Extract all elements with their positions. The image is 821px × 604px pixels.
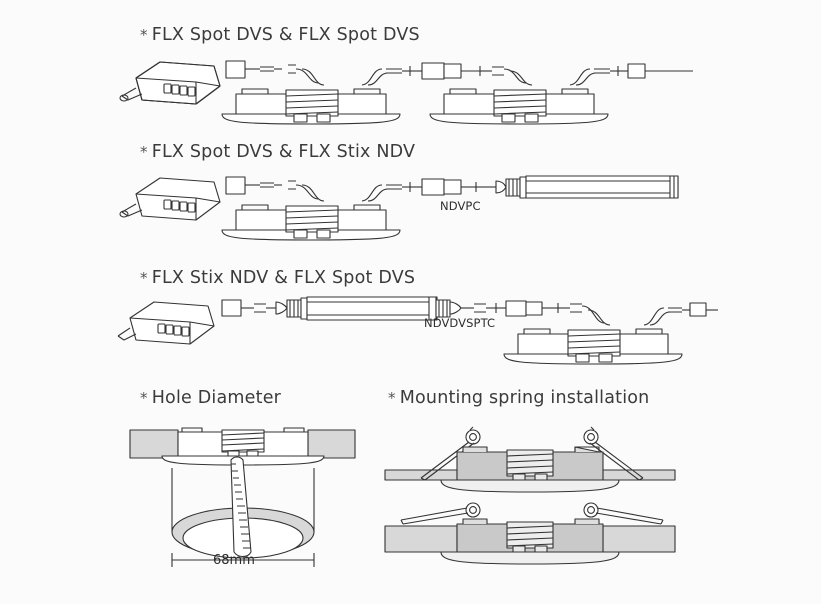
led-driver-connector-block-icon — [119, 177, 221, 221]
square-plug-connector-icon — [221, 299, 254, 317]
recessed-downlight-fixture-icon — [221, 88, 401, 125]
section-title-mounting-spring-label: Mounting spring installation — [399, 388, 650, 408]
inline-cable-connector-icon — [495, 300, 570, 317]
square-plug-connector-icon — [225, 60, 260, 79]
figure-driver-spot-spot — [118, 52, 698, 127]
section-title-row-2-label: FLX Spot DVS & FLX Stix NDV — [151, 142, 416, 162]
mounting-spring-clip-icon — [400, 502, 481, 525]
recessed-downlight-fixture-icon — [221, 204, 401, 241]
bullet-star-icon: * — [140, 143, 148, 161]
figure-hole-diameter — [129, 420, 356, 580]
mounting-spring-clip-icon — [583, 502, 664, 525]
section-title-row-3: *FLX Stix NDV & FLX Spot DVS — [140, 268, 415, 288]
section-title-row-2: *FLX Spot DVS & FLX Stix NDV — [140, 142, 415, 162]
inline-cable-connector-icon — [682, 302, 718, 317]
dimension-label-68mm: 68mm — [213, 553, 255, 568]
mounting-spring-clip-icon — [420, 426, 481, 481]
figure-mounting-spring — [384, 422, 676, 587]
figure-driver-spot-stix — [118, 168, 698, 243]
led-driver-connector-block-icon — [119, 61, 221, 105]
section-title-hole-diameter: *Hole Diameter — [140, 388, 281, 408]
led-driver-connector-block-icon — [117, 301, 215, 345]
bullet-star-icon: * — [388, 389, 396, 407]
section-title-row-1: *FLX Spot DVS & FLX Spot DVS — [140, 25, 420, 45]
section-title-hole-diameter-label: Hole Diameter — [151, 388, 282, 408]
cable-label-ndvpc: NDVPC — [440, 199, 481, 213]
recessed-downlight-fixture-icon — [440, 518, 620, 565]
section-title-row-3-label: FLX Stix NDV & FLX Spot DVS — [151, 268, 416, 288]
mounting-state-springs-flat — [384, 502, 676, 565]
inline-cable-connector-icon — [409, 62, 492, 80]
linear-stix-ndv-tube-icon — [275, 296, 462, 321]
cable-label-ndvdvsptc: NDVDVSPTC — [424, 316, 496, 330]
recessed-downlight-fixture-icon — [429, 88, 609, 125]
mounting-state-springs-raised — [384, 426, 676, 493]
inline-cable-connector-icon — [409, 178, 488, 196]
inline-cable-connector-icon — [617, 63, 693, 79]
section-title-mounting-spring: *Mounting spring installation — [388, 388, 649, 408]
section-title-row-1-label: FLX Spot DVS & FLX Spot DVS — [151, 25, 420, 45]
bullet-star-icon: * — [140, 389, 148, 407]
dimension-line-68mm — [171, 553, 315, 567]
recessed-downlight-fixture-icon — [440, 446, 620, 493]
bullet-star-icon: * — [140, 269, 148, 287]
ceiling-slab — [129, 429, 356, 459]
hole-saw-bit-icon — [230, 456, 252, 558]
figure-driver-stix-spot — [117, 288, 718, 368]
square-plug-connector-icon — [225, 176, 260, 195]
recessed-downlight-fixture-icon — [503, 328, 683, 365]
linear-stix-ndv-tube-icon — [488, 175, 679, 199]
bullet-star-icon: * — [140, 26, 148, 44]
mounting-spring-clip-icon — [583, 426, 644, 481]
